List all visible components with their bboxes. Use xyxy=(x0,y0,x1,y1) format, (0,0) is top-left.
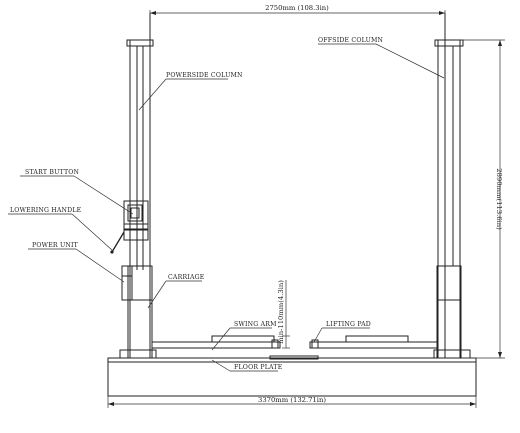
power-unit-label: POWER UNIT xyxy=(32,242,79,249)
control-box xyxy=(123,200,149,230)
start-button-label: START BUTTON xyxy=(25,169,80,176)
lowering-handle xyxy=(110,229,149,254)
callout-power-unit: POWER UNIT xyxy=(28,242,125,283)
floor-plate-label: FLOOR PLATE xyxy=(234,364,283,371)
left-swing-arm xyxy=(151,335,281,349)
powerside-column-label: POWERSIDE COLUMN xyxy=(166,72,243,79)
top-width-label: 2750mm (108.3in) xyxy=(265,4,329,12)
callout-powerside-column: POWERSIDE COLUMN xyxy=(138,72,243,111)
powerside-column xyxy=(126,39,154,359)
bottom-width-dimension: 3370mm (132.71in) xyxy=(107,396,477,408)
lowering-handle-label: LOWERING HANDLE xyxy=(10,207,82,214)
swing-arm-label: SWING ARM xyxy=(234,321,277,328)
right-swing-arm xyxy=(309,335,439,349)
overhead-frame xyxy=(149,13,446,358)
height-label: 2890mm(113.6in) xyxy=(495,168,503,230)
callout-start-button: START BUTTON xyxy=(20,169,134,215)
pad-height-label: min-110mm(4.3in) xyxy=(277,280,285,344)
callout-offside-column: OFFSIDE COLUMN xyxy=(318,37,445,79)
callout-carriage: CARRIAGE xyxy=(147,274,205,309)
lifting-pad-label: LIFTING PAD xyxy=(326,321,371,328)
callout-floor-plate: FLOOR PLATE xyxy=(211,359,283,372)
top-width-dimension: 2750mm (108.3in) xyxy=(149,4,446,40)
carriage-label: CARRIAGE xyxy=(168,274,205,281)
offside-column-label: OFFSIDE COLUMN xyxy=(318,37,384,44)
bottom-width-label: 3370mm (132.71in) xyxy=(258,396,326,404)
height-dimension: 2890mm(113.6in) xyxy=(462,39,505,359)
power-unit xyxy=(121,265,133,301)
callout-swing-arm: SWING ARM xyxy=(211,321,277,351)
offside-column xyxy=(434,39,464,359)
callout-lowering-handle: LOWERING HANDLE xyxy=(8,207,113,251)
callout-lifting-pad: LIFTING PAD xyxy=(313,321,371,343)
pad-height-dimension: min-110mm(4.3in) xyxy=(277,280,290,349)
base xyxy=(107,349,477,397)
